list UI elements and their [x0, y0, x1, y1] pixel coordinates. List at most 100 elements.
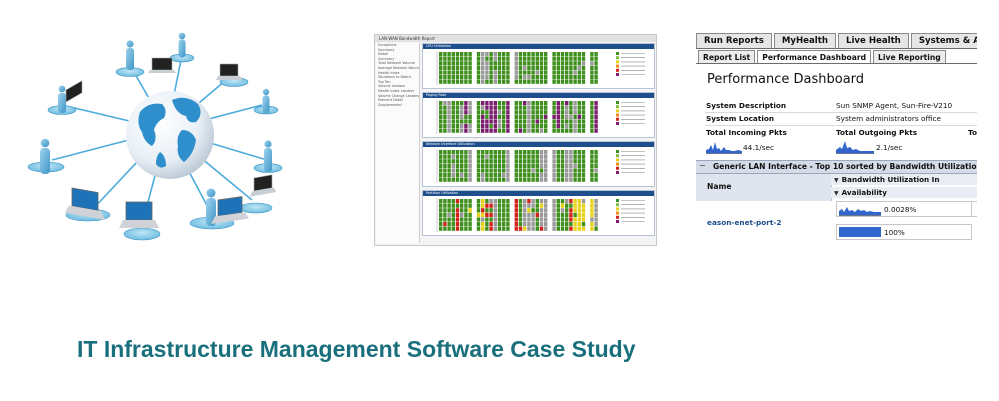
tab-systems-apps[interactable]: Systems & Apps [910, 33, 977, 49]
chart-cell [476, 105, 481, 110]
port-name-link[interactable]: eason-enet-port-2 [707, 218, 782, 227]
chart-cell [464, 177, 468, 182]
chart-cell [590, 226, 594, 231]
chart-cell [535, 114, 539, 119]
tree-item[interactable]: Summary [378, 47, 395, 52]
tree-item[interactable]: Volume Change Leaders [378, 93, 420, 98]
chart-cell [447, 168, 451, 173]
chart-cell [535, 119, 539, 124]
chart-cell [556, 128, 560, 133]
tree-item[interactable]: Supplemental [378, 102, 402, 107]
chart-cell [439, 75, 443, 80]
name-column-header[interactable]: Name [696, 174, 832, 201]
tree-item[interactable]: Situations to Watch [378, 75, 412, 80]
chart-cell [506, 212, 510, 217]
chart-cell [590, 199, 594, 204]
tab-performance-dashboard[interactable]: Performance Dashboard [757, 50, 872, 64]
tab-live-reporting[interactable]: Live Reporting [873, 50, 946, 64]
chart-cell [485, 114, 489, 119]
chart-cell [560, 105, 565, 110]
chart-cell [518, 150, 523, 155]
chart-header: Network Interface Utilization [423, 142, 654, 147]
top-tabs: Run Reports MyHealth Live Health Systems… [696, 33, 977, 49]
chart-cell [573, 150, 577, 155]
chart-cell [535, 168, 539, 173]
chart-cell [581, 154, 586, 159]
chart-cell [481, 101, 485, 106]
outgoing-pkts-sparkline [836, 141, 874, 154]
chart-cell [485, 150, 489, 155]
chart-cell [560, 154, 565, 159]
chart-cell [514, 110, 518, 115]
chart-cell [443, 101, 447, 106]
chart-cell [581, 124, 586, 129]
chart-cell [560, 150, 565, 155]
chart-cell [464, 226, 468, 231]
chart-grid [436, 198, 645, 232]
chart-cell [581, 173, 586, 178]
bandwidth-column-header[interactable]: ▼Bandwidth Utilization In [831, 174, 977, 185]
chart-cell [514, 217, 518, 222]
chart-cell [451, 105, 455, 110]
tree-item[interactable]: Health Index [378, 70, 400, 75]
tab-live-health[interactable]: Live Health [837, 33, 909, 49]
tab-report-list[interactable]: Report List [698, 50, 756, 64]
chart-cell [468, 110, 472, 115]
page-title-case-study: IT Infrastructure Management Software Ca… [77, 336, 636, 362]
availability-column-header[interactable]: ▼Availability [831, 187, 977, 198]
chart-cell [565, 208, 569, 213]
tree-item[interactable]: Top Ten [378, 79, 391, 84]
tree-item[interactable]: Average Network Volume [378, 65, 420, 70]
chart-cell [464, 217, 468, 222]
chart-cell [443, 154, 447, 159]
tab-myhealth[interactable]: MyHealth [773, 33, 836, 49]
chart-cell [485, 101, 489, 106]
chart-cell [539, 105, 544, 110]
chart-cell [523, 124, 527, 129]
collapse-icon[interactable]: − [699, 161, 706, 170]
chart-cell [577, 79, 581, 84]
chart-cell [506, 114, 510, 119]
chart-cell [527, 128, 531, 133]
tree-item[interactable]: Total Network Volume [378, 61, 415, 66]
chart-cell [523, 150, 527, 155]
chart-cell [451, 119, 455, 124]
tab-run-reports[interactable]: Run Reports [696, 33, 772, 49]
chart-cell [539, 226, 544, 231]
chart-cell [460, 124, 464, 129]
tree-item[interactable]: Volume Leaders [378, 84, 406, 89]
chart-cell [594, 173, 598, 178]
chart-cell [485, 61, 489, 66]
chart-cell [443, 70, 447, 75]
tree-item[interactable]: Exceptions [378, 43, 397, 47]
tree-item[interactable]: Health Index Leaders [378, 88, 415, 93]
chart-cell [565, 154, 569, 159]
chart-cell [569, 208, 573, 213]
chart-cell [535, 65, 539, 70]
chart-cell [581, 110, 586, 115]
chart-cell [573, 173, 577, 178]
chart-cell [581, 70, 586, 75]
chart-cell [531, 65, 535, 70]
tree-item[interactable]: Summary [378, 56, 395, 61]
chart-cell [481, 168, 485, 173]
chart-cell [464, 159, 468, 164]
chart-cell [489, 154, 493, 159]
chart-cell [552, 150, 556, 155]
chart-cell [594, 217, 598, 222]
chart-cell [455, 52, 460, 57]
tree-item[interactable]: Detail [378, 52, 388, 57]
chart-cell [443, 159, 447, 164]
lan-interface-section-header[interactable]: − Generic LAN Interface - Top 10 sorted … [696, 160, 977, 174]
tree-item[interactable]: Element Detail [378, 98, 404, 103]
chart-cell [481, 65, 485, 70]
chart-cell [573, 114, 577, 119]
chart-cell [590, 217, 594, 222]
chart-cell [577, 114, 581, 119]
chart-cell [544, 150, 548, 155]
chart-cell [535, 163, 539, 168]
chart-cell [531, 154, 535, 159]
chart-cell [481, 79, 485, 84]
chart-cell [443, 75, 447, 80]
chart-cell [556, 101, 560, 106]
